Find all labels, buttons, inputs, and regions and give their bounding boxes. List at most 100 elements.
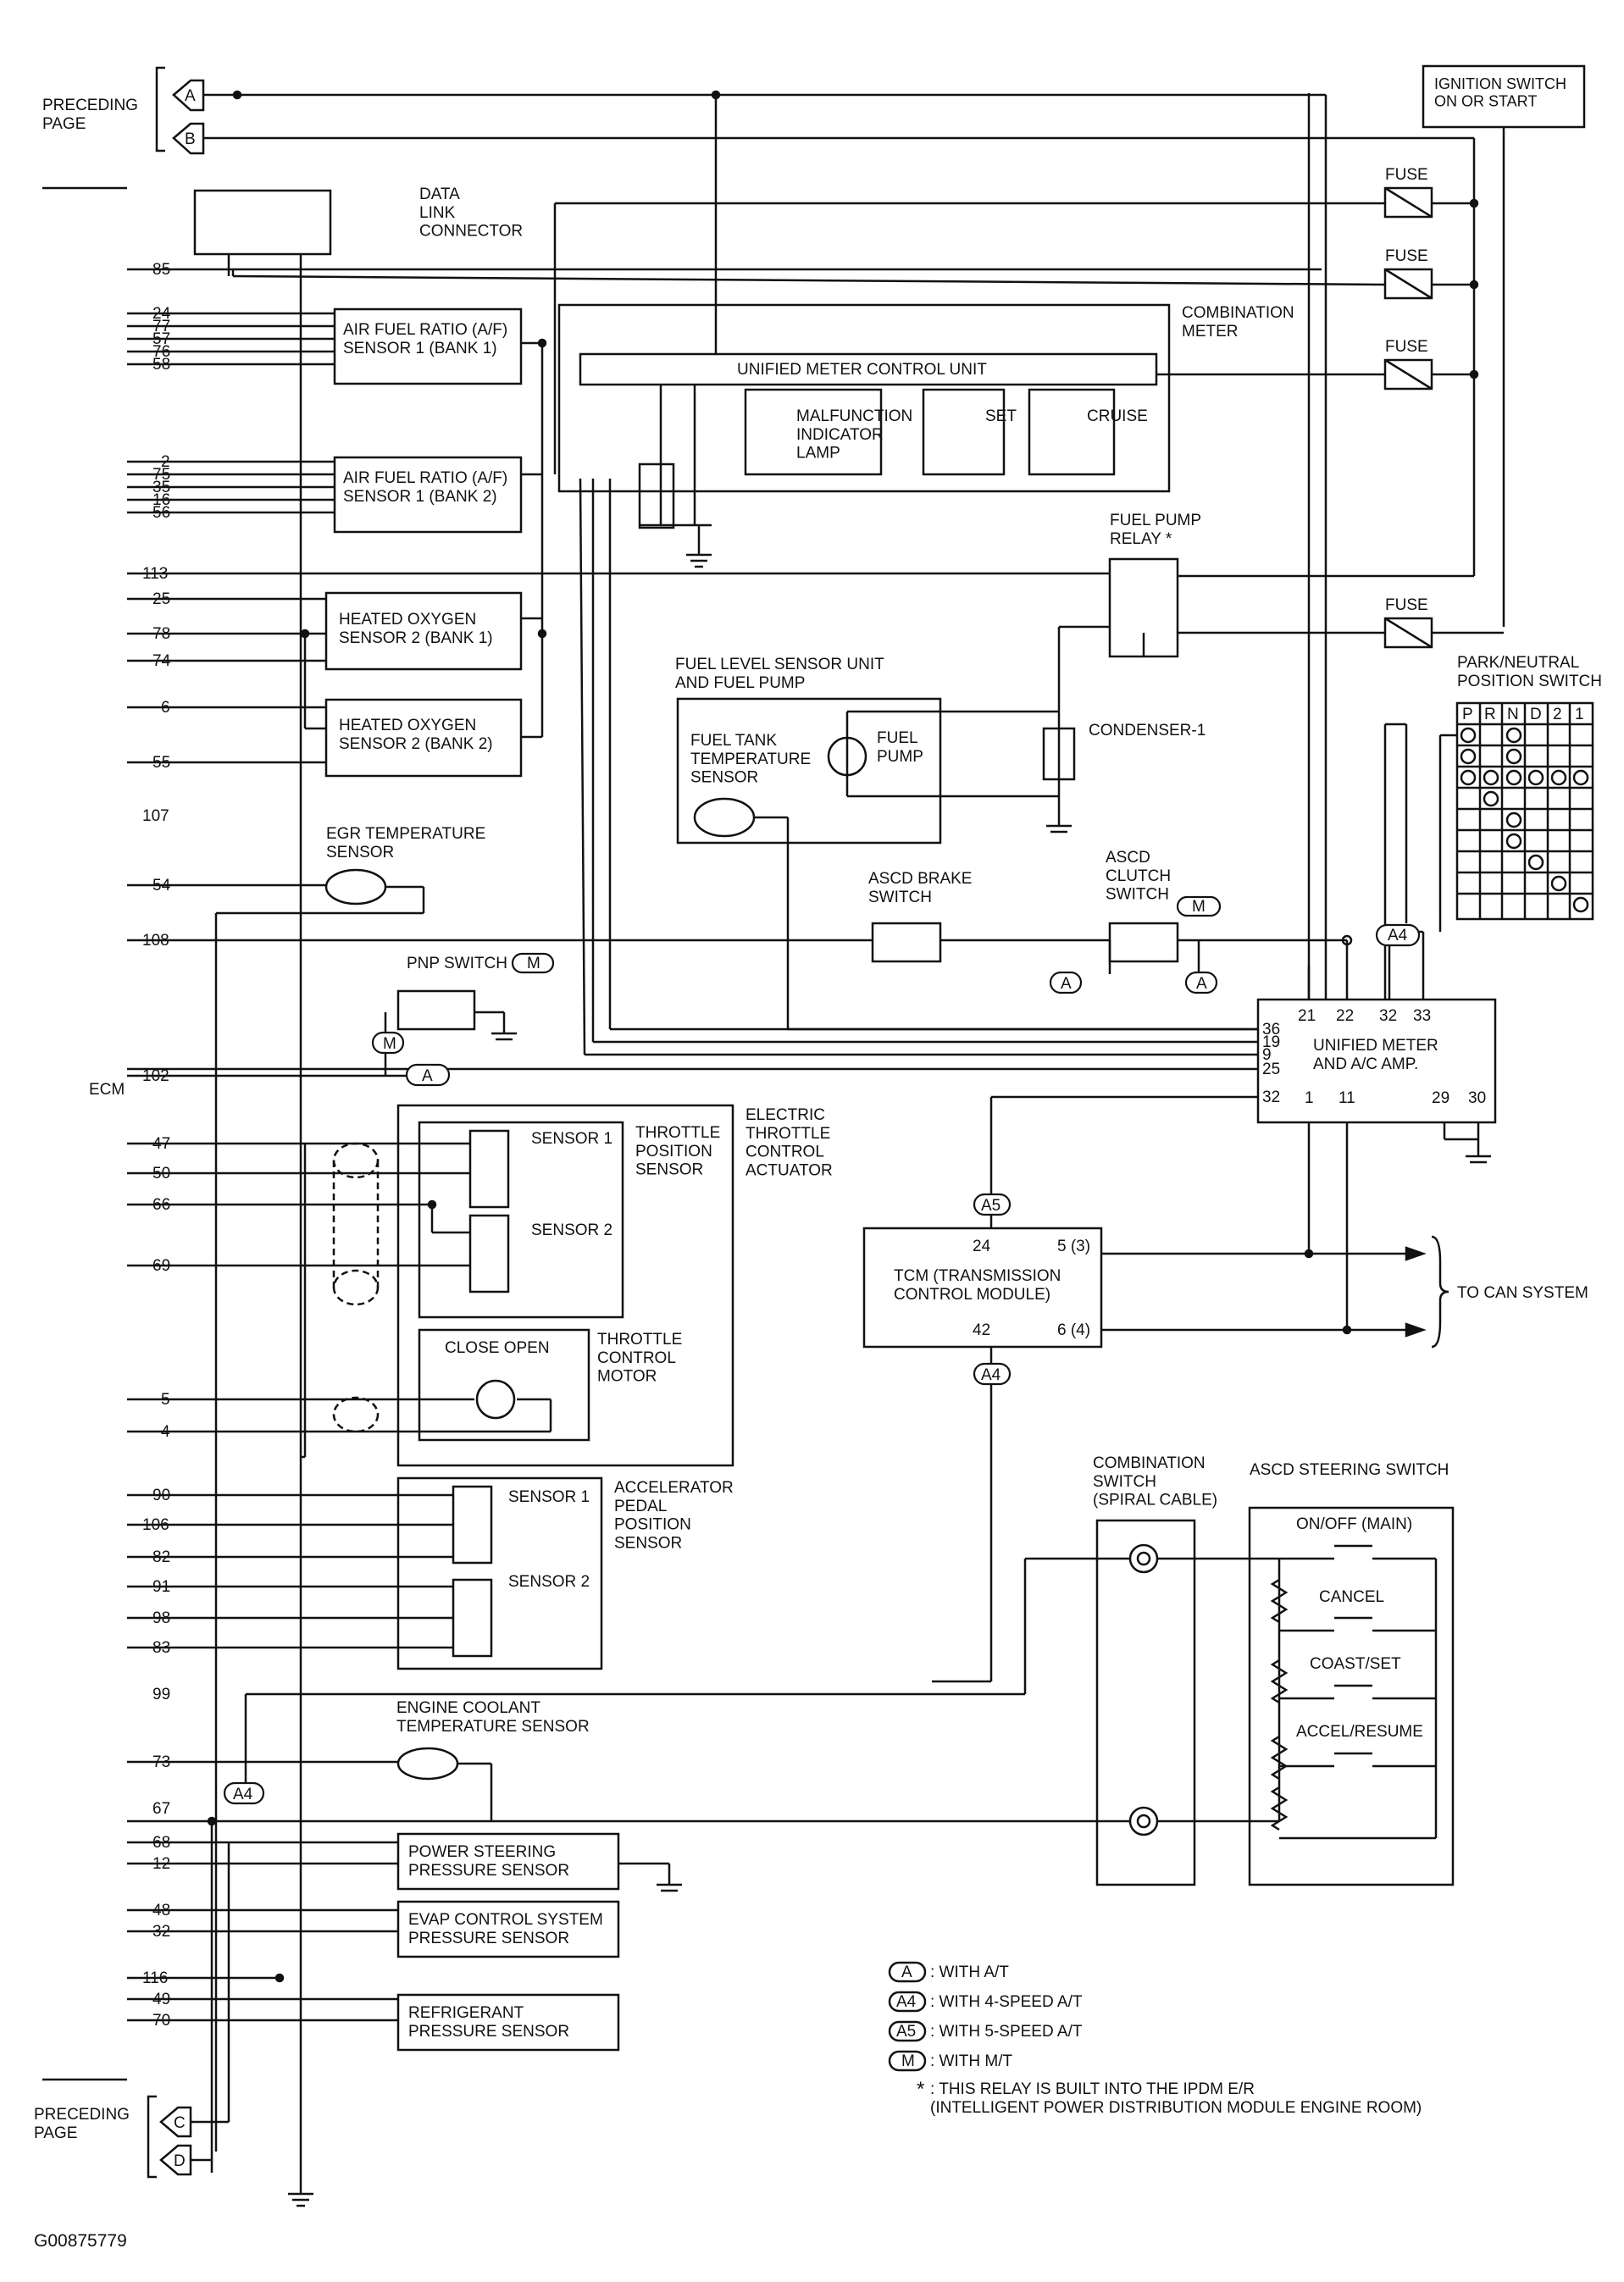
- pin-102: 102: [142, 1067, 169, 1085]
- pin-73: 73: [152, 1753, 170, 1771]
- pin-98: 98: [152, 1609, 170, 1627]
- connector-a-label: A: [185, 87, 196, 105]
- tcm-pin-42: 42: [973, 1321, 990, 1339]
- pnp-position-p: P: [1462, 706, 1473, 723]
- pin-5: 5: [161, 1391, 170, 1409]
- clutch-tag-m: M: [1192, 898, 1206, 916]
- pin-90: 90: [152, 1487, 170, 1504]
- pin-68: 68: [152, 1834, 170, 1852]
- pin-116: 116: [142, 1969, 168, 1987]
- amp-pin-25: 25: [1262, 1061, 1280, 1078]
- connector-b-label: B: [185, 130, 196, 148]
- pnp-switch-label: PNP SWITCH: [407, 955, 507, 972]
- tps-sensor-1-label: SENSOR 1: [531, 1130, 612, 1148]
- pin-6: 6: [161, 699, 170, 717]
- aps-sensor-2-label: SENSOR 2: [508, 1573, 590, 1591]
- amp-pin-19: 19: [1262, 1033, 1280, 1051]
- steer-accel-label: ACCEL/RESUME: [1296, 1723, 1423, 1741]
- set-lamp-label: SET: [985, 407, 1017, 425]
- amp-pin-29: 29: [1432, 1089, 1449, 1107]
- legend-tag-a: A: [901, 1964, 912, 1981]
- ascd-steering-switch-label: ASCD STEERING SWITCH: [1250, 1461, 1449, 1479]
- af-sensor-bank1-label: AIR FUEL RATIO (A/F)SENSOR 1 (BANK 1): [343, 321, 507, 357]
- legend-a5: : WITH 5-SPEED A/T: [930, 2023, 1083, 2041]
- connector-d-label: D: [174, 2152, 186, 2170]
- pnp-position-r: R: [1484, 706, 1496, 723]
- pin-54: 54: [152, 877, 171, 895]
- pnp-tag-a: A: [422, 1067, 433, 1085]
- amp-pin-22: 22: [1336, 1007, 1354, 1025]
- pin-4: 4: [161, 1423, 170, 1441]
- pin-57: 57: [152, 330, 170, 348]
- pin-12: 12: [152, 1855, 170, 1873]
- pnp-position-1: 1: [1575, 706, 1584, 723]
- legend-tag-a5: A5: [896, 2023, 916, 2041]
- pnp-switch-tag-m: M: [527, 955, 540, 972]
- tcm-tag-a4: A4: [981, 1366, 1001, 1384]
- tag-a-right: A: [1196, 975, 1207, 993]
- fuse-label-3: FUSE: [1385, 338, 1428, 356]
- pin-78: 78: [152, 625, 170, 643]
- pin-55: 55: [152, 754, 170, 772]
- pin-74: 74: [152, 652, 171, 670]
- to-can-system-label: TO CAN SYSTEM: [1457, 1284, 1588, 1302]
- legend-star-text: : THIS RELAY IS BUILT INTO THE IPDM E/R(…: [930, 2080, 1422, 2117]
- legend-tag-a4: A4: [896, 1993, 917, 2011]
- amp-pin-21: 21: [1298, 1007, 1316, 1025]
- legend-a4: : WITH 4-SPEED A/T: [930, 1993, 1083, 2011]
- legend-tag-m: M: [901, 2052, 915, 2070]
- pin-91: 91: [152, 1578, 170, 1596]
- figure-id: G00875779: [34, 2231, 127, 2251]
- pin-66: 66: [152, 1196, 170, 1214]
- unified-meter-control-unit-label: UNIFIED METER CONTROL UNIT: [737, 361, 987, 379]
- amp-tag-a4: A4: [1388, 927, 1408, 944]
- pin-77: 77: [152, 318, 170, 335]
- condenser-label: CONDENSER-1: [1089, 722, 1206, 739]
- pin-47: 47: [152, 1135, 170, 1153]
- pin-113: 113: [142, 565, 168, 583]
- fuse-label-2: FUSE: [1385, 247, 1428, 265]
- pin-67: 67: [152, 1800, 170, 1818]
- pin-83: 83: [152, 1639, 170, 1657]
- tag-a-left: A: [1061, 975, 1072, 993]
- pin-82: 82: [152, 1548, 170, 1566]
- amp-pin-33: 33: [1413, 1007, 1431, 1025]
- steer-coast-label: COAST/SET: [1310, 1655, 1401, 1673]
- fuse-label-4: FUSE: [1385, 596, 1428, 614]
- tcm-tag-a5: A5: [981, 1197, 1000, 1215]
- amp-pin-32-left: 32: [1262, 1088, 1280, 1106]
- pin-75: 75: [152, 466, 170, 484]
- tps-sensor-2-label: SENSOR 2: [531, 1221, 612, 1239]
- pnp-position-d: D: [1530, 706, 1542, 723]
- pin-2: 2: [161, 453, 170, 471]
- pin-24: 24: [152, 305, 171, 323]
- pin-70: 70: [152, 2012, 170, 2030]
- amp-pin-32-top: 32: [1379, 1007, 1397, 1025]
- pin-49: 49: [152, 1991, 170, 2008]
- steer-cancel-label: CANCEL: [1319, 1588, 1384, 1606]
- pin-108: 108: [142, 932, 169, 950]
- pin-50: 50: [152, 1165, 170, 1183]
